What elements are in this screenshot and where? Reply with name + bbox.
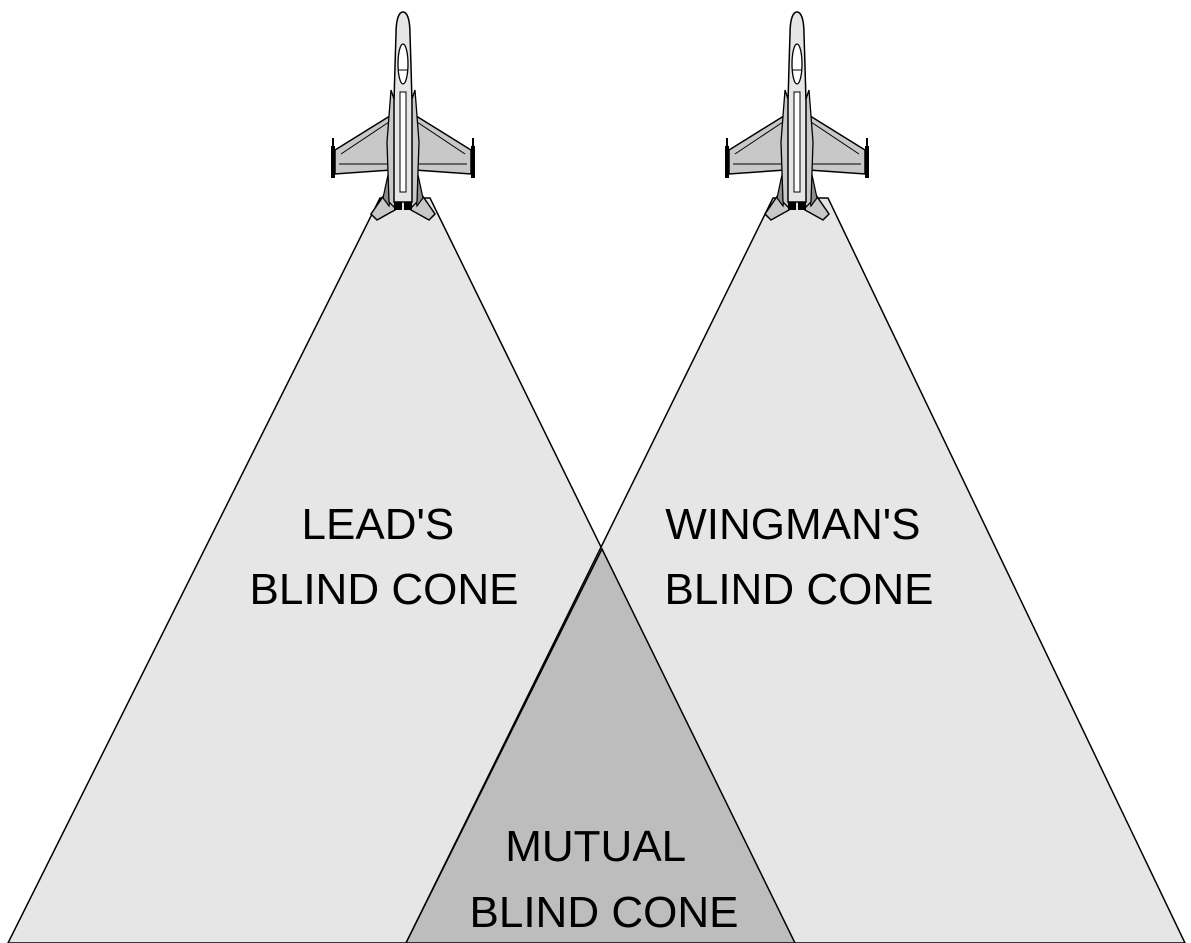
mutual-cone-label-line1: MUTUAL [505,822,685,871]
wingman-cone-label-line2: BLIND CONE [665,565,934,614]
mutual-cone-label: MUTUAL BLIND CONE [470,822,739,937]
lead-aircraft-icon [330,11,476,221]
lead-cone-label: LEAD'S BLIND CONE [250,500,519,614]
mutual-cone-label-line2: BLIND CONE [470,888,739,937]
wingman-aircraft-icon [724,11,870,221]
mutual-blind-cone [405,547,796,943]
lead-cone-label-line2: BLIND CONE [250,565,519,614]
wingman-cone-label-line1: WINGMAN'S [665,500,920,549]
lead-cone-label-line1: LEAD'S [302,500,455,549]
wingman-cone-label: WINGMAN'S BLIND CONE [665,500,934,614]
